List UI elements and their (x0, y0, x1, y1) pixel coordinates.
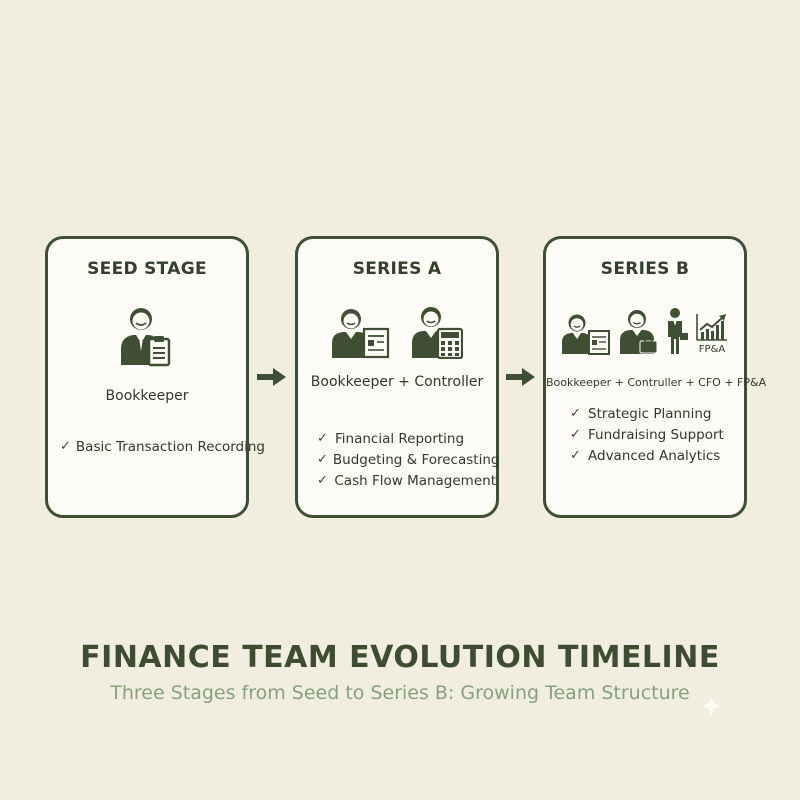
responsibility-label: Budgeting & Forecasting (332, 451, 500, 468)
responsibility-list: ✓ Strategic Planning ✓ Fundraising Suppo… (546, 403, 744, 466)
responsibility-label: Advanced Analytics (588, 447, 721, 464)
arrow-right-icon (506, 368, 535, 386)
list-item: ✓ Advanced Analytics (570, 445, 744, 466)
responsibility-label: Strategic Planning (588, 405, 712, 422)
checkmark-icon: ✓ (317, 431, 328, 446)
stage-role: Bookkeeper + Controller (310, 374, 484, 390)
growth-chart-icon (696, 314, 727, 341)
person-with-briefcase-icon (620, 310, 658, 354)
list-item: ✓ Basic Transaction Recording (60, 436, 265, 457)
checkmark-icon: ✓ (60, 439, 71, 454)
list-item: ✓ Financial Reporting (317, 428, 496, 449)
responsibility-list: ✓ Financial Reporting ✓ Budgeting & Fore… (298, 428, 499, 491)
responsibility-label: Cash Flow Management (334, 472, 496, 489)
person-with-document-icon (562, 314, 610, 355)
stage-card-series-b: SERIES B (543, 236, 767, 518)
arrow-right-icon (257, 368, 286, 386)
stage-card-series-a: SERIES A Bookkeeper + Controller (295, 236, 499, 518)
stage-role: Bookkeeper (105, 388, 189, 404)
fpa-label: FP&A (698, 344, 726, 355)
list-item: ✓ Fundraising Support (570, 424, 744, 445)
checkmark-icon: ✓ (570, 448, 581, 463)
responsibility-label: Financial Reporting (335, 430, 465, 447)
list-item: ✓ Strategic Planning (570, 403, 744, 424)
stage-role: Bookkeeper + Contruller + CFO + FP&A (546, 376, 767, 389)
person-with-calculator-icon (412, 307, 463, 359)
fpa-block: FP&A (695, 312, 729, 355)
sparkle-icon (700, 695, 722, 717)
list-item: ✓ Cash Flow Management (317, 470, 496, 491)
person-with-document-icon (332, 309, 390, 359)
responsibility-label: Basic Transaction Recording (75, 438, 265, 455)
checkmark-icon: ✓ (317, 452, 328, 467)
stage-icons (298, 305, 496, 359)
checkmark-icon: ✓ (570, 406, 581, 421)
stage-title: SERIES B (600, 259, 690, 279)
stage-title: SEED STAGE (87, 259, 207, 279)
checkmark-icon: ✓ (317, 473, 328, 488)
page-subtitle: Three Stages from Seed to Series B: Grow… (110, 682, 690, 704)
stage-icons (48, 305, 246, 367)
page-title: FINANCE TEAM EVOLUTION TIMELINE (80, 640, 720, 675)
responsibility-list: ✓ Basic Transaction Recording (48, 436, 265, 457)
stage-title: SERIES A (352, 259, 442, 279)
executive-figure-icon (668, 308, 688, 354)
person-with-clipboard-icon (121, 308, 171, 367)
list-item: ✓ Budgeting & Forecasting (317, 449, 499, 470)
checkmark-icon: ✓ (570, 427, 581, 442)
responsibility-label: Fundraising Support (588, 426, 724, 443)
stage-icons: FP&A (546, 307, 744, 355)
stage-card-seed: SEED STAGE Bookkeeper ✓ Basic Transactio… (45, 236, 265, 518)
